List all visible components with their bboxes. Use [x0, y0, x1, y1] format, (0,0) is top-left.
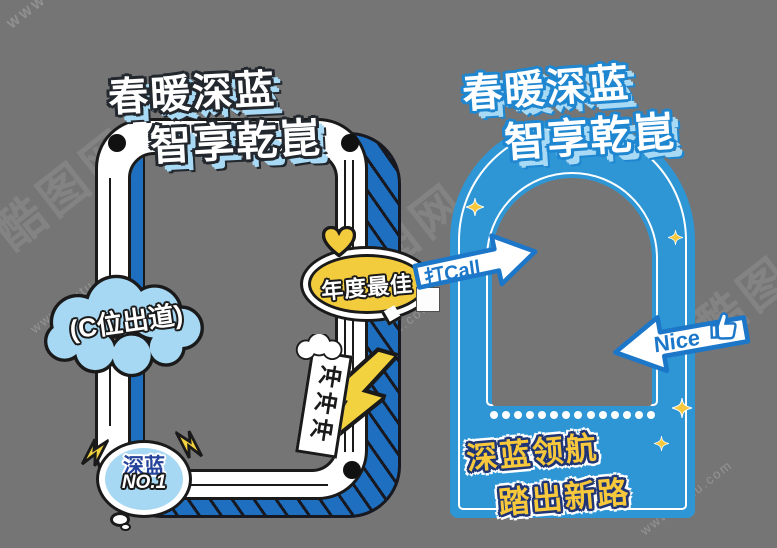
marquee-dot: [526, 411, 535, 419]
no1-badge-tail: [120, 523, 131, 531]
corner-dot: [108, 134, 126, 152]
corner-dot: [341, 134, 359, 152]
marquee-dots: [490, 411, 655, 420]
marquee-dot: [550, 411, 559, 419]
nice-arrow: Nice: [605, 294, 756, 391]
marquee-dot: [586, 411, 595, 419]
title-line2: 智享乾崑: [502, 108, 678, 166]
marquee-dot: [502, 411, 511, 419]
sparkle-icon: [466, 198, 484, 216]
marquee-dot: [622, 411, 631, 419]
cloud-shape: [43, 274, 204, 378]
sparkle-icon: [668, 230, 683, 245]
marquee-dot: [610, 411, 619, 419]
right-frame-photo-opening: [492, 178, 652, 406]
marquee-dot: [562, 411, 571, 419]
charge-banner: 冲冲冲: [293, 334, 403, 472]
no1-badge-brand: 深蓝: [123, 455, 165, 478]
right-frame-title: 春暖深蓝 智享乾崑: [450, 48, 760, 176]
charge-banner-label: 冲冲冲: [304, 361, 344, 447]
thumbs-up-icon: [709, 311, 738, 341]
no1-badge-inner-circle: [105, 448, 183, 510]
marquee-dot: [598, 411, 607, 419]
right-frame-slogan: 深蓝领航 踏出新路: [464, 415, 685, 525]
cloud-sticker: (C位出道): [32, 272, 214, 382]
marquee-dot: [538, 411, 547, 419]
marquee-dot: [514, 411, 523, 419]
marquee-dot: [574, 411, 583, 419]
marquee-dot: [490, 411, 498, 419]
dacall-arrow: 打Call: [408, 219, 547, 308]
heart-icon: [322, 226, 356, 257]
marquee-dot: [634, 411, 643, 419]
marquee-dot: [646, 411, 655, 419]
small-cloud-icon: [295, 334, 343, 360]
corner-dot: [343, 461, 361, 479]
no1-badge: 深蓝 NO.1: [74, 426, 212, 531]
watermark-corner: WWW: [4, 0, 50, 32]
title-line2: 智享乾崑: [149, 114, 324, 170]
arch-inset-border: [458, 126, 687, 510]
left-frame-title: 春暖深蓝 智享乾崑: [100, 55, 410, 183]
no1-badge-rank: NO.1: [121, 472, 167, 493]
right-arrow-shape: [412, 233, 538, 290]
frame-detail-line: [150, 484, 328, 486]
